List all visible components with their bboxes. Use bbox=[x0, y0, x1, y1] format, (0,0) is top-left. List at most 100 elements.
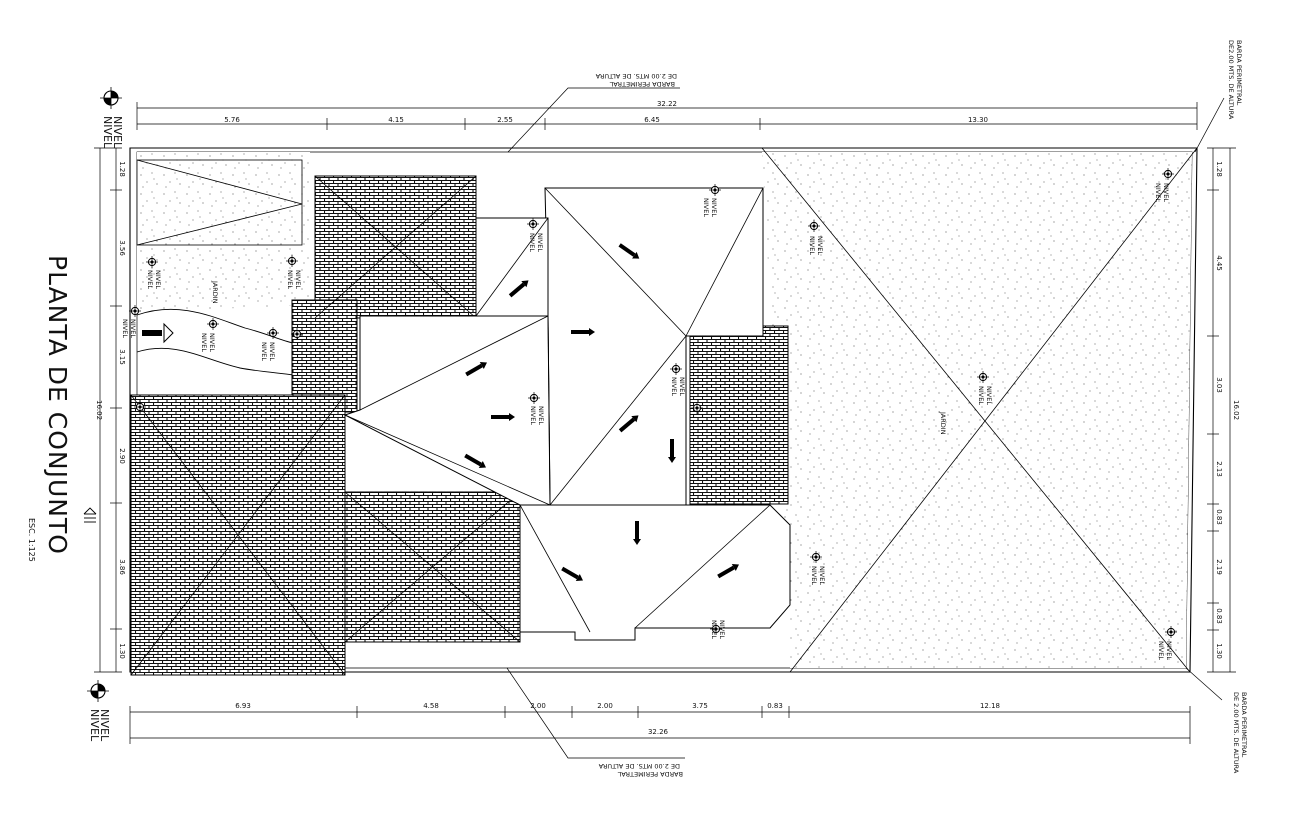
dim-right-3: 3.03 bbox=[1215, 377, 1223, 393]
dim-right-5: 0.83 bbox=[1215, 509, 1223, 525]
level-label: NIVEL bbox=[1154, 183, 1162, 202]
dim-right-total: 16.02 bbox=[1232, 400, 1240, 420]
dim-left-2: 3.56 bbox=[118, 240, 126, 256]
barda-callout-right-top: BARDA PERIMETRAL DE2.00 MTS. DE ALTURA bbox=[1227, 40, 1243, 120]
dim-top-3: 2.55 bbox=[497, 116, 513, 124]
dim-right-6: 2.19 bbox=[1215, 559, 1223, 575]
entry-arrow bbox=[142, 322, 174, 344]
corner-level-label: NIVEL bbox=[88, 709, 101, 742]
level-label: NIVEL bbox=[286, 270, 294, 289]
roof-hip-lines bbox=[130, 175, 521, 676]
dim-right-8: 1.30 bbox=[1215, 643, 1223, 659]
right-dimensions: 16.02 1.28 4.45 3.03 2.13 0.83 2.19 0.83… bbox=[1215, 161, 1240, 659]
garden-diagonals bbox=[761, 147, 1198, 673]
level-label: NIVEL bbox=[710, 198, 718, 217]
level-label: NIVEL bbox=[294, 270, 302, 289]
barda-callout-top: BARDA PERIMETRAL DE 2.00 MTS. DE ALTURA bbox=[595, 72, 677, 88]
dim-bottom-5: 3.75 bbox=[692, 702, 708, 710]
level-label: NIVEL bbox=[268, 342, 276, 361]
main-roof bbox=[343, 187, 791, 641]
dim-top-5: 13.30 bbox=[968, 116, 988, 124]
barda-top-line1: BARDA PERIMETRAL bbox=[609, 80, 675, 88]
level-label: NIVEL bbox=[808, 236, 816, 255]
dim-left-3: 3.15 bbox=[118, 349, 126, 365]
level-label: NIVEL bbox=[146, 270, 154, 289]
corner-level-label: NIVEL bbox=[111, 116, 124, 149]
barda-callout-right-bottom: BARDA PERIMETRAL DE 2.00 MTS. DE ALTURA bbox=[1232, 692, 1248, 774]
level-label: NIVEL bbox=[702, 198, 710, 217]
level-label: NIVEL bbox=[810, 566, 818, 585]
top-dimensions: 32.22 5.76 4.15 2.55 6.45 13.30 bbox=[224, 100, 988, 124]
dim-bottom-4: 2.00 bbox=[597, 702, 613, 710]
dim-top-1: 5.76 bbox=[224, 116, 240, 124]
corner-level-label: NIVEL bbox=[101, 116, 114, 149]
level-label: NIVEL bbox=[529, 406, 537, 425]
dim-right-4: 2.13 bbox=[1215, 461, 1223, 477]
dim-left-5: 3.86 bbox=[118, 559, 126, 575]
dim-bottom-6: 0.83 bbox=[767, 702, 783, 710]
garden-label: JARDIN bbox=[939, 411, 947, 435]
drawing-scale: ESC. 1:125 bbox=[27, 518, 36, 562]
barda-right-bottom-line2: DE 2.00 MTS. DE ALTURA bbox=[1232, 692, 1240, 774]
dimension-lines bbox=[94, 102, 1236, 744]
dim-bottom-2: 4.58 bbox=[423, 702, 439, 710]
barda-callout-bottom: BARDA PERIMETRAL DE 2.00 MTS. DE ALTURA bbox=[598, 762, 683, 778]
dim-top-total: 32.22 bbox=[657, 100, 677, 108]
level-label: NIVEL bbox=[710, 620, 718, 639]
level-marker-labels: NIVEL NIVEL NIVEL NIVEL NIVEL NIVEL NIVE… bbox=[121, 183, 1173, 660]
dim-left-6: 1.30 bbox=[118, 643, 126, 659]
corner-level-label: NIVEL bbox=[98, 709, 111, 742]
level-label: NIVEL bbox=[208, 333, 216, 352]
dim-bottom-3: 2.00 bbox=[530, 702, 546, 710]
level-label: NIVEL bbox=[129, 319, 137, 338]
level-label: NIVEL bbox=[718, 620, 726, 639]
barda-right-top-line2: DE2.00 MTS. DE ALTURA bbox=[1227, 40, 1235, 120]
corner-level-marker-bottom: NIVEL NIVEL bbox=[87, 680, 111, 742]
level-label: NIVEL bbox=[528, 233, 536, 252]
dim-right-1: 1.28 bbox=[1215, 161, 1223, 177]
barda-bottom-line2: DE 2.00 MTS. DE ALTURA bbox=[598, 762, 680, 770]
level-label: NIVEL bbox=[818, 566, 826, 585]
dim-right-2: 4.45 bbox=[1215, 255, 1223, 271]
dim-bottom-total: 32.26 bbox=[648, 728, 669, 736]
level-label: NIVEL bbox=[1162, 183, 1170, 202]
level-label: NIVEL bbox=[536, 233, 544, 252]
level-label: NIVEL bbox=[816, 236, 824, 255]
dim-left-4: 2.90 bbox=[118, 448, 126, 464]
dim-bottom-1: 6.93 bbox=[235, 702, 251, 710]
bottom-dimensions: 6.93 4.58 2.00 2.00 3.75 0.83 12.18 32.2… bbox=[235, 702, 1000, 736]
level-label: NIVEL bbox=[1157, 641, 1165, 660]
dim-left-1: 1.28 bbox=[118, 161, 126, 177]
level-label: NIVEL bbox=[121, 319, 129, 338]
drawing-title: PLANTA DE CONJUNTO bbox=[43, 255, 72, 555]
garden-label: JARDIN bbox=[211, 280, 219, 304]
level-label: NIVEL bbox=[154, 270, 162, 289]
level-label: NIVEL bbox=[200, 333, 208, 352]
barda-bottom-line1: BARDA PERIMETRAL bbox=[617, 770, 683, 778]
dim-top-4: 6.45 bbox=[644, 116, 660, 124]
level-label: NIVEL bbox=[670, 377, 678, 396]
dim-top-2: 4.15 bbox=[388, 116, 404, 124]
barda-callout-lines bbox=[506, 87, 1225, 759]
front-garden-area bbox=[137, 152, 310, 312]
garage-slab bbox=[136, 159, 303, 246]
dim-bottom-7: 12.18 bbox=[980, 702, 1000, 710]
main-roof-ridges bbox=[344, 187, 771, 633]
level-label: NIVEL bbox=[537, 406, 545, 425]
level-label: NIVEL bbox=[1165, 641, 1173, 660]
barda-top-line2: DE 2.00 MTS. DE ALTURA bbox=[595, 72, 677, 80]
corner-level-marker-top: NIVEL NIVEL bbox=[100, 87, 124, 149]
garden-area bbox=[762, 152, 1192, 668]
barda-right-bottom-line1: BARDA PERIMETRAL bbox=[1240, 692, 1248, 758]
level-label: NIVEL bbox=[260, 342, 268, 361]
level-label: NIVEL bbox=[977, 386, 985, 405]
dim-right-7: 0.83 bbox=[1215, 608, 1223, 624]
north-arrow-icon bbox=[83, 507, 97, 523]
level-label: NIVEL bbox=[678, 377, 686, 396]
barda-right-top-line1: BARDA PERIMETRAL bbox=[1235, 40, 1243, 106]
level-label: NIVEL bbox=[985, 386, 993, 405]
left-dimensions: 16.02 1.28 3.56 3.15 2.90 3.86 1.30 bbox=[95, 161, 126, 659]
dim-left-total: 16.02 bbox=[95, 400, 103, 420]
drawing-title-block: PLANTA DE CONJUNTO ESC. 1:125 bbox=[27, 255, 97, 562]
